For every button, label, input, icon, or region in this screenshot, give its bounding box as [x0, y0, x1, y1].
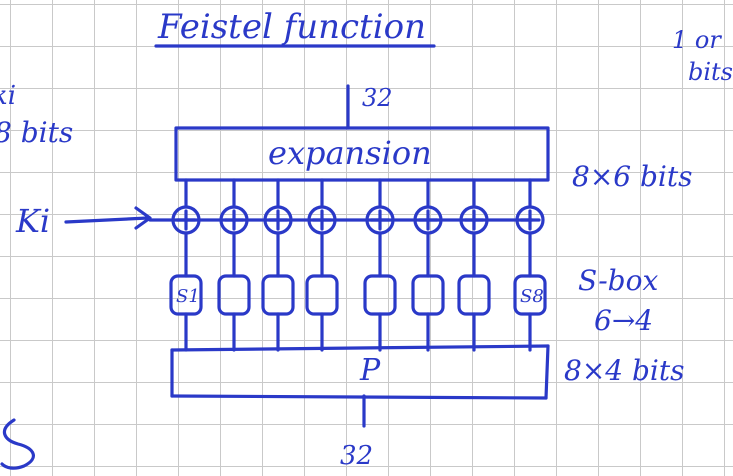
sbox-6: [411, 274, 445, 316]
permutation-bits-label: 8×4 bits: [564, 354, 685, 387]
title: Feistel function: [157, 7, 426, 47]
sbox-5: [363, 274, 397, 316]
permutation-bottom-edge: [170, 394, 548, 400]
stray-stroke: [0, 418, 35, 470]
sbox-2: [217, 274, 251, 316]
sbox-3: [261, 274, 295, 316]
expansion-bits-label: 8×6 bits: [572, 160, 693, 193]
permutation-label: P: [359, 353, 381, 388]
sbox-last-label: S8: [520, 286, 544, 307]
left-fragment-top: ki: [0, 81, 16, 111]
key-arrow-line: [64, 216, 150, 224]
key-arrowhead: [134, 206, 152, 230]
sbox-label: S-box: [578, 264, 658, 297]
right-fragment-bits: bits: [688, 58, 733, 86]
permutation-top-edge: [170, 344, 550, 352]
expansion-box: [174, 126, 550, 182]
right-fragment-top: 1 or: [672, 26, 722, 54]
expansion-label: expansion: [268, 134, 432, 172]
key-label: Ki: [15, 202, 50, 240]
sbox-mapping-label: 6→4: [594, 304, 653, 337]
permutation-right-edge: [544, 344, 550, 400]
input-width-label: 32: [362, 84, 393, 112]
output-width-label: 32: [340, 441, 373, 471]
sbox-first-label: S1: [176, 286, 200, 307]
sbox-7: [457, 274, 491, 316]
sbox-4: [305, 274, 339, 316]
columns-group: S1 S8: [169, 178, 547, 352]
left-fragment-bits: 8 bits: [0, 116, 73, 149]
